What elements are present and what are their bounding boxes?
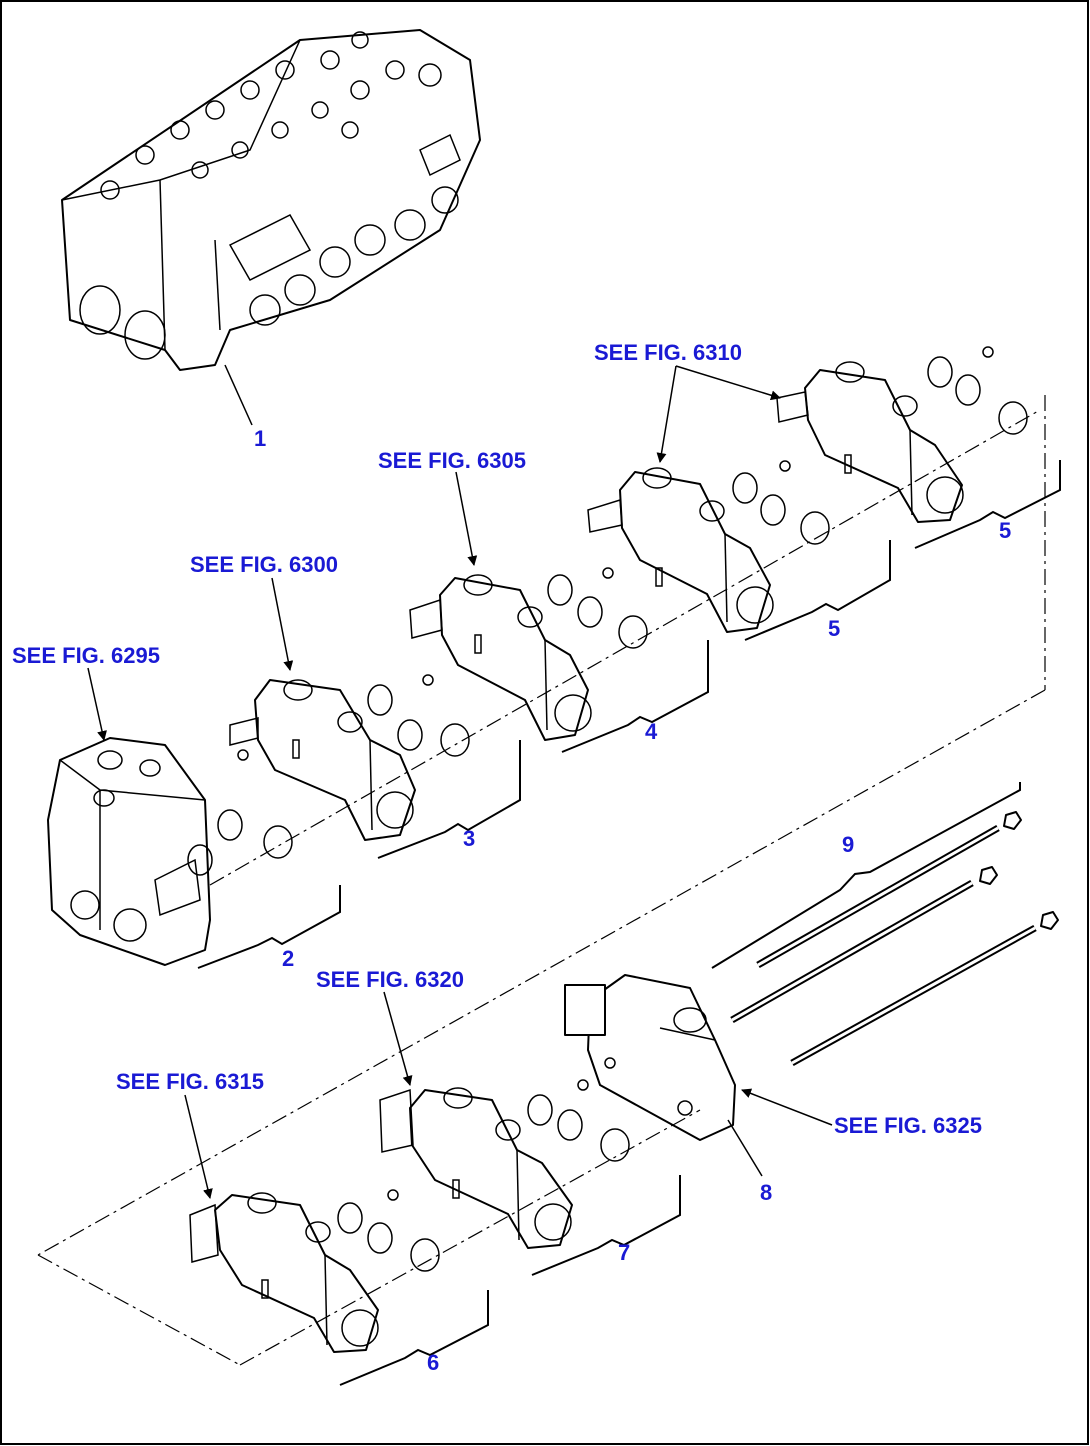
valve-section-5a [587,467,774,633]
end-cover [564,974,736,1141]
ref-6315: SEE FIG. 6315 [116,1069,264,1094]
valve-section-3 [229,679,416,841]
inlet-housing [47,737,211,966]
callout-5b: 5 [999,518,1011,543]
leader-arrows [87,364,833,1199]
ref-6305: SEE FIG. 6305 [378,448,526,473]
valve-section-4 [409,574,592,741]
seal-rings [187,346,1028,1272]
center-lines [37,395,1046,1366]
valve-assembly [61,29,481,371]
callout-1: 1 [254,426,266,451]
callout-8: 8 [760,1180,772,1205]
ref-6325: SEE FIG. 6325 [834,1113,982,1138]
callout-7: 7 [618,1240,630,1265]
callout-3: 3 [463,826,475,851]
callout-2: 2 [282,946,294,971]
ref-6310: SEE FIG. 6310 [594,340,742,365]
callout-numbers: 1 2 3 4 5 5 6 7 8 9 [254,426,1011,1375]
ref-6320: SEE FIG. 6320 [316,967,464,992]
section-braces [197,460,1061,1386]
valve-section-6 [189,1192,379,1353]
ref-6295: SEE FIG. 6295 [12,643,160,668]
valve-section-5b [776,361,964,523]
callout-4: 4 [645,719,658,744]
callout-9: 9 [842,832,854,857]
tie-bolts [730,811,1059,1067]
valve-section-7 [379,1087,573,1249]
reference-labels: SEE FIG. 6310 SEE FIG. 6305 SEE FIG. 630… [12,340,982,1138]
ref-6300: SEE FIG. 6300 [190,552,338,577]
callout-6: 6 [427,1350,439,1375]
callout-5a: 5 [828,616,840,641]
